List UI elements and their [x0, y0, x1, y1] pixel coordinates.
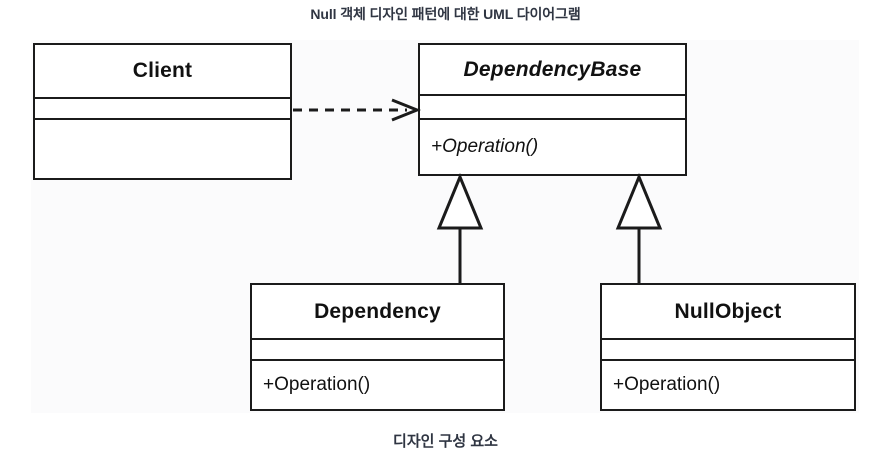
uml-class-nullobject-operation: +Operation(): [613, 374, 721, 395]
uml-class-dependencybase-operation: +Operation(): [431, 136, 539, 157]
diagram-caption: 디자인 구성 요소: [393, 433, 498, 450]
uml-class-client-name: Client: [35, 45, 290, 99]
uml-class-dependencybase: DependencyBase +Operation(): [418, 43, 687, 176]
uml-class-client-operations: [35, 120, 290, 178]
uml-class-dependencybase-attributes: [420, 96, 685, 120]
uml-class-nullobject: NullObject +Operation(): [600, 283, 856, 411]
uml-class-client: Client: [33, 43, 292, 180]
uml-class-client-attributes: [35, 99, 290, 120]
page-title: Null 객체 디자인 패턴에 대한 UML 다이어그램: [310, 6, 581, 22]
uml-class-dependency-name: Dependency: [252, 285, 503, 340]
uml-class-dependencybase-name: DependencyBase: [420, 45, 685, 96]
uml-class-dependency-operation: +Operation(): [263, 374, 371, 395]
uml-class-nullobject-name: NullObject: [602, 285, 854, 340]
uml-class-dependency: Dependency +Operation(): [250, 283, 505, 411]
uml-class-dependency-attributes: [252, 340, 503, 361]
uml-class-nullobject-attributes: [602, 340, 854, 361]
